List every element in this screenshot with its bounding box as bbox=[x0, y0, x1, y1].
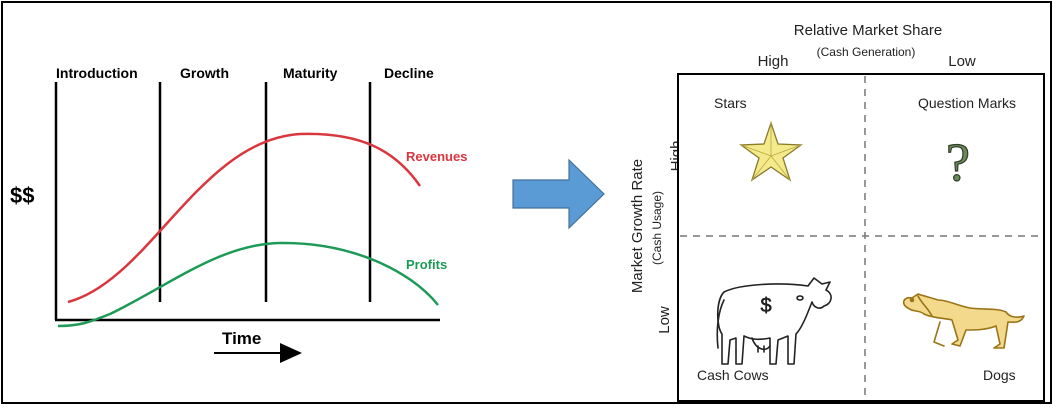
growth-rate-title: Market Growth Rate bbox=[629, 159, 646, 293]
quadrant-label-question-marks: Question Marks bbox=[918, 95, 1016, 111]
revenues-label: Revenues bbox=[406, 149, 467, 164]
market-share-high: High bbox=[758, 53, 789, 70]
x-axis-label: Time bbox=[222, 329, 261, 348]
quadrant-label-cash-cows: Cash Cows bbox=[697, 367, 769, 383]
transition-arrow bbox=[512, 158, 605, 230]
cow-icon: $ bbox=[716, 277, 832, 365]
quadrant-label-dogs: Dogs bbox=[983, 367, 1016, 383]
svg-text:?: ? bbox=[946, 132, 970, 192]
profits-curve bbox=[57, 241, 439, 328]
stage-label-decline: Decline bbox=[384, 65, 434, 81]
stage-label-maturity: Maturity bbox=[283, 65, 338, 81]
stage-label-introduction: Introduction bbox=[56, 65, 138, 81]
stage-label-growth: Growth bbox=[180, 65, 229, 81]
quadrant-label-stars: Stars bbox=[714, 95, 747, 111]
growth-rate-low: Low bbox=[656, 306, 673, 334]
star-icon bbox=[739, 120, 803, 182]
market-share-title: Relative Market Share bbox=[794, 22, 942, 39]
dog-icon bbox=[902, 293, 1025, 349]
revenues-curve bbox=[67, 132, 422, 304]
profits-label: Profits bbox=[406, 257, 447, 272]
time-arrow-head bbox=[280, 343, 302, 363]
product-life-cycle: Introduction Growth Maturity Decline $$ … bbox=[10, 65, 467, 363]
matrix-box bbox=[677, 73, 1045, 402]
market-share-low: Low bbox=[948, 53, 976, 70]
bcg-matrix: Relative Market Share (Cash Generation) … bbox=[629, 22, 1045, 402]
growth-rate-subtitle: (Cash Usage) bbox=[650, 191, 664, 265]
market-share-subtitle: (Cash Generation) bbox=[817, 45, 916, 59]
svg-text:$: $ bbox=[760, 295, 771, 317]
y-axis-label: $$ bbox=[10, 183, 34, 208]
question-mark-icon: ? bbox=[945, 131, 970, 192]
